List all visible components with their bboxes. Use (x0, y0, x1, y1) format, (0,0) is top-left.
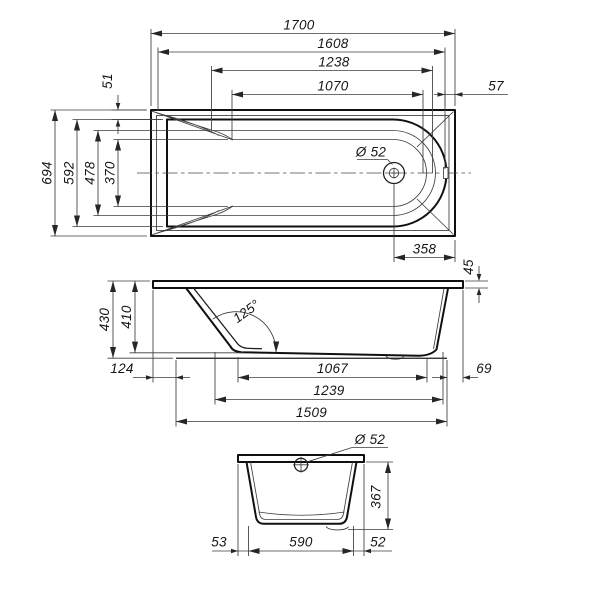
dim-label-124: 124 (110, 361, 133, 376)
dim-label-drain-section: Ø 52 (354, 432, 386, 447)
ext-lines (150, 29, 456, 106)
dim-label-370: 370 (103, 161, 118, 185)
dim-label-125deg: 125° (230, 297, 263, 326)
dim-478: 478 (83, 130, 210, 216)
dim-358: 358 (393, 184, 456, 262)
ext-lines (107, 280, 173, 359)
ext-lines (465, 266, 488, 303)
dim-370: 370 (103, 139, 228, 207)
arrow (440, 375, 447, 380)
ext-lines (231, 90, 424, 173)
dim-430: 430 (97, 280, 173, 359)
dim-label-1700: 1700 (283, 18, 314, 33)
side-view: 125° 45 430 410 124 1067 (97, 259, 492, 427)
angle-arc (212, 311, 280, 353)
dim-1509: 1509 (175, 360, 448, 427)
arrow (463, 375, 470, 380)
drain-cross-ticks (388, 167, 400, 179)
arrow (146, 375, 153, 380)
backrest-inner-line (193, 287, 263, 350)
dim-1238: 1238 (211, 55, 433, 173)
dim-label-478: 478 (83, 161, 98, 185)
end-view: Ø 52 367 53 590 52 (211, 432, 393, 556)
dim-label-1067: 1067 (317, 361, 348, 376)
dim-label-45: 45 (461, 259, 476, 275)
backrest-fan-top (151, 110, 234, 141)
drain-bump (385, 355, 404, 360)
dim-label-53: 53 (211, 535, 227, 550)
arrow (115, 103, 121, 110)
dim-1067: 1067 (237, 357, 428, 383)
dim-label-430: 430 (97, 308, 112, 332)
ext-lines (50, 109, 147, 237)
dim-label-367: 367 (369, 485, 384, 509)
side-view-outline (152, 280, 464, 360)
drain-bump (325, 526, 349, 531)
dim-label-592: 592 (62, 161, 77, 185)
arrow (364, 548, 371, 554)
dim-label-1070: 1070 (317, 79, 348, 94)
dim-694: 694 (40, 109, 147, 237)
dim-57: 57 (434, 79, 508, 106)
dim-label-69: 69 (476, 361, 492, 376)
top-view-outline (137, 109, 471, 237)
dim-1239: 1239 (214, 352, 444, 405)
arrow (476, 274, 482, 281)
ext-lines (214, 352, 444, 405)
rim-band (152, 280, 464, 289)
bowl-inner-wall (250, 461, 353, 520)
dim-label-52: 52 (370, 535, 386, 550)
foot-wall-inner-line (433, 288, 445, 350)
drain-outer-circle (382, 161, 406, 185)
dim-label-694: 694 (40, 161, 55, 184)
dim-label-1608: 1608 (317, 36, 348, 51)
basin-waterline (213, 130, 436, 216)
drain-leader-line (306, 447, 388, 463)
dim-label-410: 410 (119, 305, 134, 329)
dim-592: 592 (62, 119, 163, 227)
ext-lines (113, 139, 228, 207)
dim-124: 124 (110, 290, 190, 427)
drain-cross-ticks (293, 456, 309, 473)
drain-plan: Ø 52 (355, 145, 406, 185)
arrow (437, 92, 445, 97)
ext-lines (157, 47, 446, 169)
arrow (476, 288, 482, 295)
drain-leader-line (357, 159, 393, 165)
dim-45: 45 (461, 259, 488, 303)
ext-lines (211, 66, 433, 173)
dim-410: 410 (119, 280, 243, 354)
arrow (115, 119, 121, 127)
dim-53-590-52: 53 590 52 (211, 464, 392, 556)
dim-1608: 1608 (157, 36, 446, 169)
overflow-mark (443, 167, 449, 179)
dim-label-1509: 1509 (296, 405, 327, 420)
ext-lines (93, 130, 210, 216)
bowl-outer-wall (245, 461, 358, 525)
drain-section: Ø 52 (293, 432, 388, 473)
dim-label-358: 358 (413, 242, 437, 257)
arrow (231, 548, 238, 554)
dim-label-57: 57 (488, 79, 504, 94)
ext-lines (111, 95, 161, 134)
dim-label-590: 590 (289, 535, 313, 550)
bowl-profile (185, 287, 449, 357)
arrow (455, 92, 463, 97)
dim-label-1239: 1239 (313, 383, 344, 398)
floor-curve (258, 511, 345, 516)
backrest-fan-bottom (151, 205, 234, 236)
top-view: Ø 52 1700 1608 1238 1070 57 (40, 18, 508, 262)
dim-label-51: 51 (100, 73, 115, 89)
ext-lines (237, 464, 365, 556)
dim-367: 367 (348, 461, 393, 530)
arrow (176, 375, 183, 380)
dim-69: 69 (432, 290, 492, 383)
dim-1700: 1700 (150, 18, 456, 106)
dim-1070: 1070 (231, 79, 424, 173)
ext-lines (133, 290, 190, 427)
ext-lines (72, 119, 163, 227)
dim-label-1238: 1238 (318, 55, 349, 70)
dim-label-drain-plan: Ø 52 (355, 145, 387, 160)
